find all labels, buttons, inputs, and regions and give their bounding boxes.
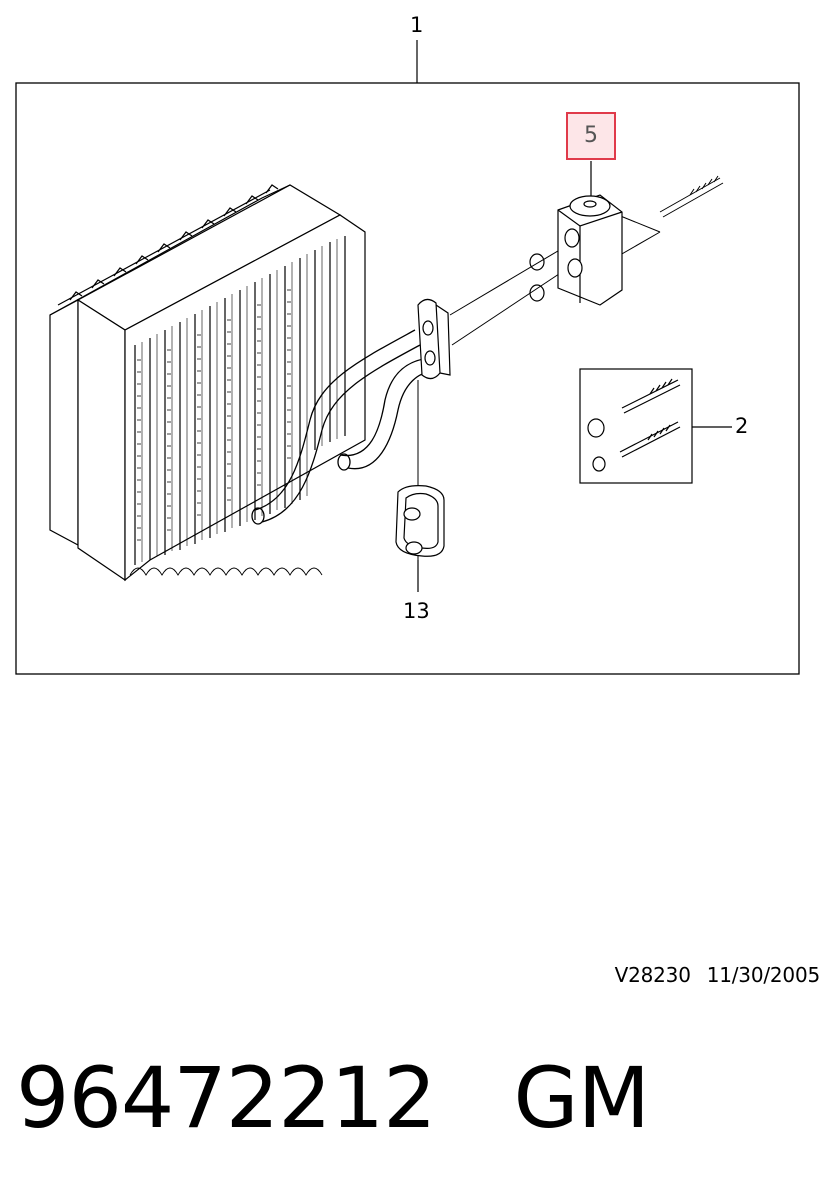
reference-date: 11/30/2005 <box>706 963 820 987</box>
pipe-flange <box>417 298 451 380</box>
o-ring <box>529 284 545 302</box>
pipe-grommet <box>395 485 445 557</box>
callout-13: 13 <box>403 599 430 623</box>
reference-line: V28230 11/30/2005 <box>614 963 821 987</box>
evaporator-core <box>49 184 366 582</box>
reference-code: V28230 <box>614 963 691 987</box>
part-number: 96472212 <box>16 1049 437 1147</box>
diagram-frame <box>15 82 800 675</box>
callout-1: 1 <box>410 13 424 37</box>
evaporator-assembly-diagram <box>15 40 800 675</box>
refrigerant-pipes <box>251 329 433 525</box>
callout-5-highlighted[interactable]: 5 <box>566 112 616 160</box>
part-brand: GM <box>513 1049 651 1147</box>
expansion-valve <box>557 194 623 306</box>
o-ring <box>529 253 545 271</box>
callout-2: 2 <box>735 414 749 438</box>
valve-bolt <box>659 175 724 218</box>
seal-kit-box <box>579 368 732 484</box>
